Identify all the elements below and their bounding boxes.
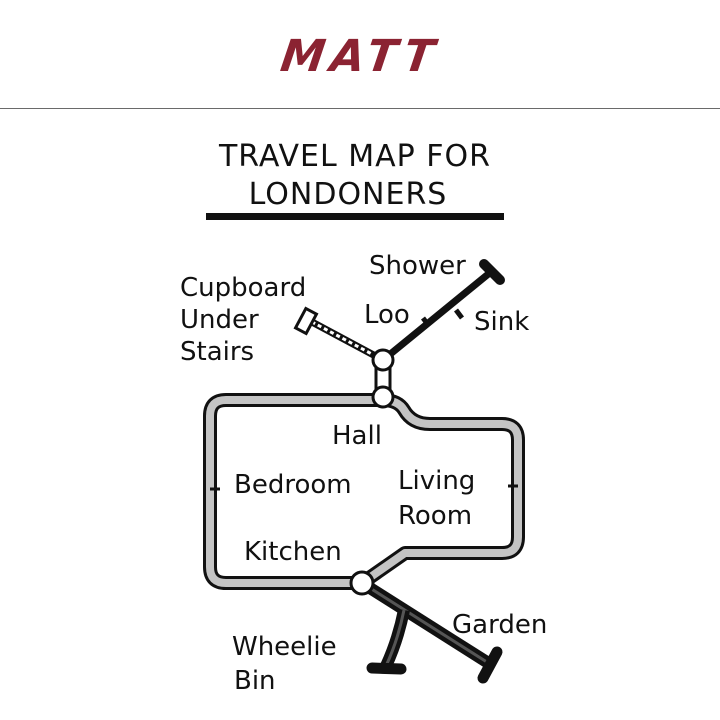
map-title-line2: LONDONERS — [249, 177, 448, 212]
label-shower: Shower — [369, 251, 466, 281]
cupboard-line — [293, 306, 385, 364]
map-title-line1: TRAVEL MAP FOR — [218, 139, 491, 174]
hall-interchange — [371, 348, 395, 409]
label-wheelie: Wheelie — [232, 632, 337, 662]
label-room: Room — [398, 501, 472, 531]
label-loo: Loo — [364, 300, 410, 330]
masthead-title: MATT — [278, 31, 444, 82]
loop-line — [203, 393, 525, 590]
label-hall: Hall — [332, 421, 382, 451]
label-sink: Sink — [474, 307, 529, 337]
label-bin: Bin — [234, 666, 276, 696]
shower-line — [380, 259, 505, 363]
masthead-logo: MATT — [278, 31, 444, 82]
label-under: Under — [180, 305, 259, 335]
label-bedroom: Bedroom — [234, 470, 352, 500]
masthead: MATT — [0, 0, 720, 108]
label-kitchen: Kitchen — [244, 537, 342, 567]
label-stairs: Stairs — [180, 337, 254, 367]
label-living: Living — [398, 466, 475, 496]
label-garden: Garden — [452, 610, 547, 640]
garden-line — [358, 577, 503, 684]
label-cupboard: Cupboard — [180, 273, 306, 303]
kitchen-station — [349, 570, 375, 596]
title-underline — [206, 213, 504, 220]
header-divider — [0, 108, 720, 109]
